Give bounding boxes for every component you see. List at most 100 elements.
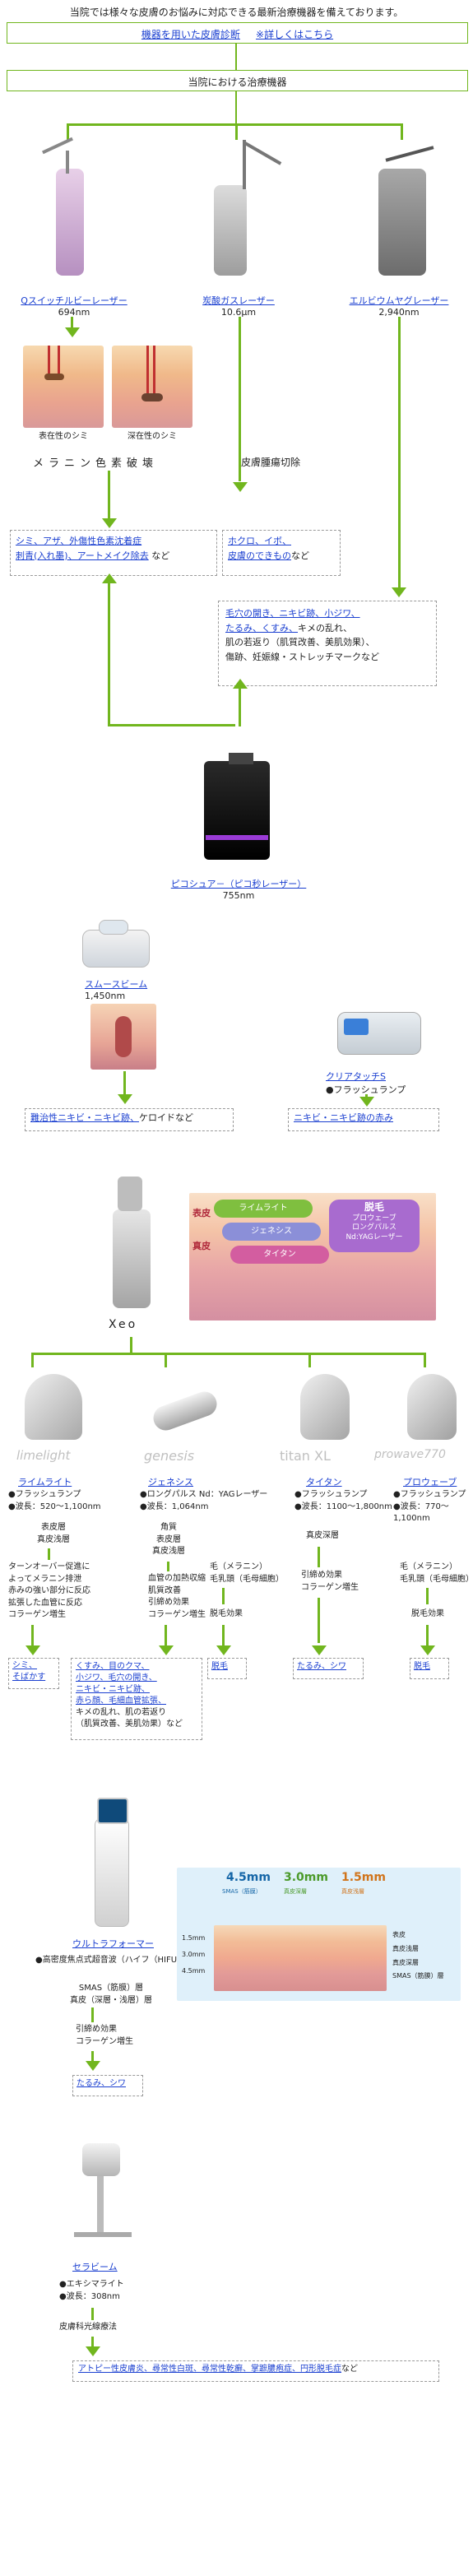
mole-link[interactable]: ホクロ、イボ、 <box>228 536 291 546</box>
connector <box>123 1071 126 1094</box>
ultraformer-depth: SMAS（筋膜）層 真皮（深層・浅層）層 <box>49 1983 173 2007</box>
arrow <box>159 1645 174 1655</box>
tattoo-link[interactable]: 刺青(入れ墨)、アートメイク除去 <box>16 550 149 561</box>
connector <box>235 123 238 140</box>
arrow <box>233 482 248 492</box>
depth-line: 角質 <box>160 1523 177 1532</box>
diagnosis-link[interactable]: 機器を用いた皮膚診断 <box>141 29 240 40</box>
therabeam-link[interactable]: セラビーム <box>72 2262 118 2272</box>
layer-label: 真皮 <box>192 1241 211 1251</box>
effect-line: 引締め効果 <box>301 1571 342 1580</box>
acne-redness-box: ニキビ・ニキビ跡の赤み <box>288 1108 439 1131</box>
spec-line: ●波長：770～1,100nm <box>393 1502 449 1524</box>
acne-link[interactable]: ニキビ・ニキビ跡、 <box>76 1685 150 1694</box>
ultraformer-link[interactable]: ウルトラフォーマー <box>72 1938 154 1949</box>
titan-handpiece <box>300 1374 350 1440</box>
genesis-handpiece <box>150 1388 220 1434</box>
ruby-laser-link[interactable]: Qスイッチルビーレーザー <box>21 295 128 306</box>
tumor-results-box: ホクロ、イボ、 皮膚のできものなど <box>222 530 341 576</box>
cleartouch-link[interactable]: クリアタッチS <box>326 1071 386 1082</box>
effect-line: 引締め効果 <box>148 1598 189 1607</box>
scale-label: 3.0mm <box>182 1951 206 1958</box>
redness-link[interactable]: 赤ら顔、毛細血管拡張、 <box>76 1696 166 1706</box>
devices-header-box: 当院における治療機器 <box>7 70 468 91</box>
connector <box>222 1588 225 1604</box>
wrinkles-link[interactable]: 小ジワ、毛穴の開き、 <box>76 1673 157 1683</box>
arrow <box>420 1645 435 1655</box>
connector <box>31 1353 426 1355</box>
hifu-diagram: 4.5mm 3.0mm 1.5mm SMAS（筋膜） 真皮深層 真皮浅層 1.5… <box>177 1868 461 2001</box>
hair-removal-chip: 脱毛 プロウェーブ ロングパルス Nd:YAGレーザー <box>329 1200 420 1252</box>
effect-line: コラーゲン増生 <box>8 1610 66 1619</box>
titan-results-box: たるみ、シワ <box>293 1658 364 1679</box>
connector <box>67 123 403 126</box>
therabeam-image <box>49 2135 156 2242</box>
genesis-link[interactable]: ジェネシス <box>148 1477 193 1488</box>
limelight-handpiece <box>25 1374 82 1440</box>
tumor-excision: 皮膚腫瘍切除 <box>241 457 301 468</box>
legend-item: SMAS（筋膜）層 <box>392 1972 444 1980</box>
legend-item: 真皮深層 <box>392 1958 419 1966</box>
spec-line: ●波長：308nm <box>59 2291 120 2301</box>
layer-legend: 表皮 真皮浅層 真皮深層 SMAS（筋膜）層 <box>392 1929 444 1984</box>
titan-link[interactable]: タイタン <box>306 1477 342 1488</box>
pigment-link[interactable]: シミ、アザ、外傷性色素沈着症 <box>16 536 142 546</box>
connector <box>235 43 237 70</box>
prowave-link[interactable]: プロウェーブ <box>403 1477 457 1488</box>
connector <box>91 2051 94 2063</box>
arrow <box>102 573 117 583</box>
acne-redness-link[interactable]: ニキビ・ニキビ跡の赤み <box>294 1112 393 1123</box>
picosure-link[interactable]: ピコシュア－（ピコ秒レーザー） <box>170 879 307 889</box>
devices-header: 当院における治療機器 <box>188 77 287 88</box>
spec-line: ●フラッシュランプ <box>393 1490 466 1499</box>
deep-spot-diagram <box>112 346 192 428</box>
pores-link[interactable]: 毛穴の開き、ニキビ跡、小ジワ、 <box>225 608 360 619</box>
freckles-link[interactable]: そばかす <box>12 1673 46 1682</box>
hair-removal-link[interactable]: 脱毛 <box>211 1662 228 1671</box>
connector <box>71 317 73 328</box>
etc-text: など <box>291 550 309 561</box>
depth-line: 真皮浅層 <box>37 1534 70 1544</box>
layer-label: 表皮 <box>192 1208 211 1218</box>
effect-line: コラーゲン増生 <box>148 1609 206 1619</box>
arrow <box>86 2346 100 2356</box>
therabeam-specs: ●エキシマライト ●波長：308nm <box>59 2279 124 2303</box>
erbium-laser-link[interactable]: エルビウムヤグレーザー <box>349 295 449 306</box>
arrow <box>26 1645 40 1655</box>
ultraformer-effects: 引締め効果 コラーゲン増生 <box>76 2024 133 2048</box>
spec-line: ●フラッシュランプ <box>294 1490 368 1499</box>
smoothbeam-link[interactable]: スムースビーム <box>85 979 148 990</box>
co2-laser-link[interactable]: 炭酸ガスレーザー <box>202 295 275 306</box>
limelight-link[interactable]: ライムライト <box>18 1477 72 1488</box>
hair-removal-box: 脱毛 <box>410 1658 449 1679</box>
co2-laser-image <box>197 140 282 284</box>
spots-link[interactable]: シミ、 <box>12 1661 37 1670</box>
sagging-link[interactable]: たるみ、シワ <box>297 1662 346 1671</box>
arrow <box>233 679 248 689</box>
connector <box>108 583 110 726</box>
connector <box>239 689 241 726</box>
effect-line: 拡張した血管に反応 <box>8 1598 82 1608</box>
dullness-link[interactable]: くすみ、目のクマ、 <box>76 1662 150 1671</box>
deep-spot-label: 深在性のシミ <box>128 432 177 441</box>
connector <box>239 317 241 481</box>
xeo-label: Xeo <box>109 1318 138 1331</box>
titan-depth: 真皮深層 <box>306 1531 339 1540</box>
acne-diagram <box>90 1004 156 1070</box>
atopic-link[interactable]: アトピー性皮膚炎、尋常性白斑、尋常性乾癬、掌蹠膿疱症、円形脱毛症 <box>78 2365 341 2374</box>
connector <box>426 1588 429 1604</box>
connector <box>398 317 401 588</box>
growth-link[interactable]: 皮膚のできもの <box>228 550 291 561</box>
erbium-laser-image <box>362 144 444 284</box>
acne-link[interactable]: 難治性ニキビ・ニキビ跡、 <box>30 1112 139 1123</box>
connector <box>167 1562 169 1571</box>
sagging-link[interactable]: たるみ、くすみ、 <box>225 622 298 634</box>
hair-effect: 脱毛効果 <box>411 1609 444 1618</box>
hair-line: 毛乳頭（毛母細胞） <box>210 1574 284 1584</box>
details-link[interactable]: ※詳しくはこちら <box>256 29 334 40</box>
prowave-logo: prowave770 <box>374 1448 446 1461</box>
sagging-link[interactable]: たるみ、シワ <box>77 2079 126 2088</box>
hair-removal-link[interactable]: 脱毛 <box>414 1662 430 1671</box>
connector <box>235 91 237 125</box>
cleartouch-type: ●フラッシュランプ <box>326 1084 406 1095</box>
